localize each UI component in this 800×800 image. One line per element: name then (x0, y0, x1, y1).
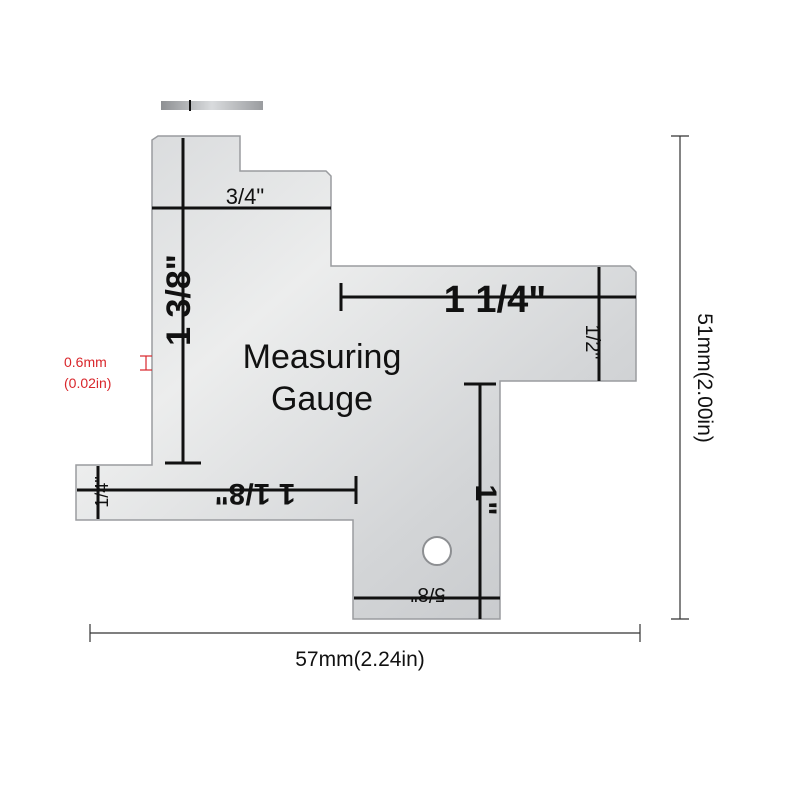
thickness-in: (0.02in) (64, 375, 111, 391)
mark-1-1-4: 1 1/4" (444, 279, 547, 321)
mark-1-4: 1/4" (92, 476, 112, 507)
thickness-callout: 0.6mm (0.02in) (64, 354, 152, 391)
height-label: 51mm(2.00in) (693, 313, 716, 443)
gauge-plate (75, 135, 637, 620)
mark-1-1-8: 1 1/8" (215, 477, 296, 510)
height-dimension-line (671, 135, 689, 620)
mark-5-8: 5/8" (411, 583, 446, 605)
width-dimension-line (89, 624, 641, 642)
mark-3-4: 3/4" (226, 184, 264, 209)
mark-1: 1" (469, 485, 502, 516)
width-label: 57mm(2.24in) (295, 648, 425, 671)
edge-thickness-bar (161, 101, 263, 110)
hanging-hole (422, 536, 452, 566)
gauge-title-line2: Gauge (271, 380, 373, 418)
mark-1-2: 1/2" (581, 325, 603, 360)
engraved-lines (77, 138, 636, 619)
thickness-tick (140, 355, 152, 371)
mark-1-3-8: 1 3/8" (160, 254, 198, 346)
gauge-title-line1: Measuring (243, 338, 402, 376)
thickness-mm: 0.6mm (64, 354, 107, 370)
